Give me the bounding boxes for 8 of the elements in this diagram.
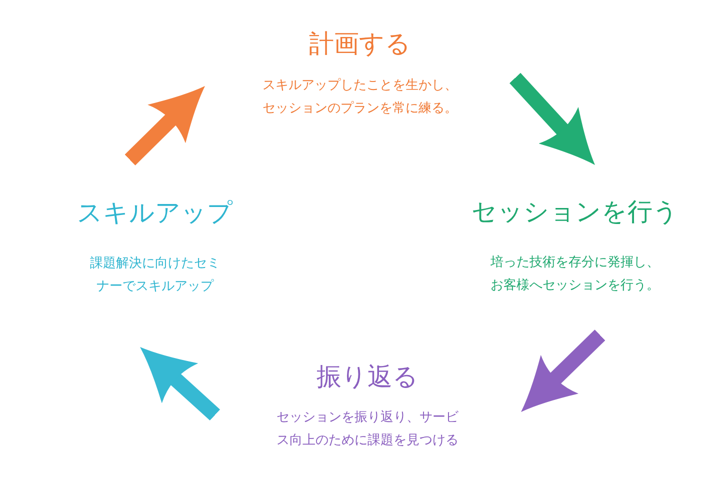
step-description: 課題解決に向けたセミナーでスキルアップ	[89, 255, 221, 296]
step-description: セッションを振り返り、サービス向上のために課題を見つける	[276, 409, 460, 450]
step-heading: 計画する	[308, 29, 412, 59]
step-description: スキルアップしたことを生かし、セッションのプランを常に練る。	[262, 77, 458, 118]
step-heading: スキルアップ	[76, 198, 234, 228]
step-description: 培った技術を存分に発揮し、お客様へセッションを行う。	[490, 254, 660, 295]
step-heading: セッションを行う	[470, 197, 680, 227]
step-heading: 振り返る	[316, 362, 420, 392]
